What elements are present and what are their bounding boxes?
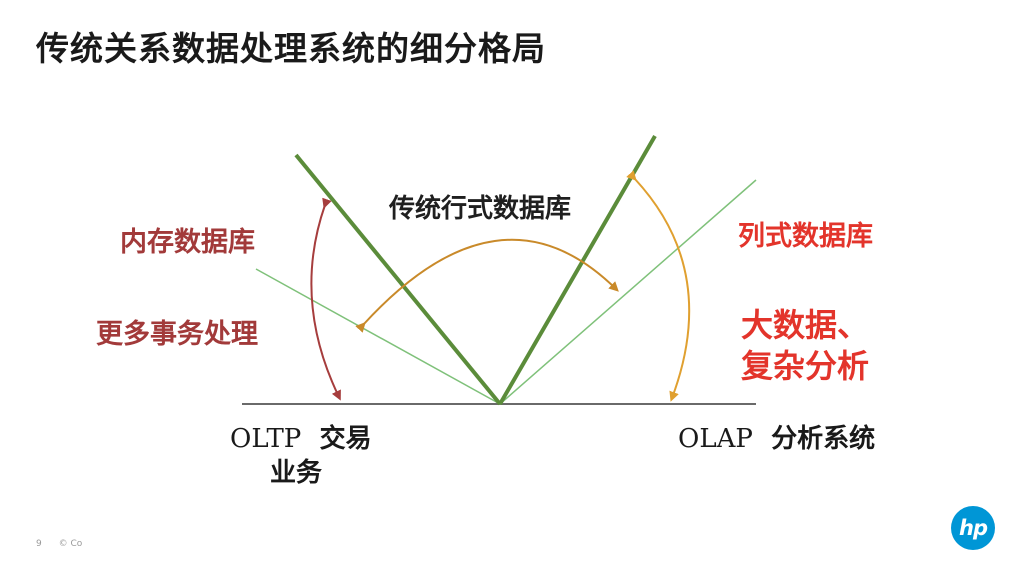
oltp-label: OLTP 交易 — [230, 418, 372, 455]
label-big-data-line1: 大数据、 — [741, 306, 870, 344]
olap-label: OLAP 分析系统 — [678, 418, 875, 455]
oltp-cn-line2: 业务 — [270, 458, 323, 488]
copyright-text: © Co — [58, 539, 83, 549]
oltp-label-line2: 业务 — [270, 452, 322, 489]
hp-logo-icon: hp — [951, 506, 995, 550]
row-db-arrow — [355, 238, 619, 333]
label-big-data-line2: 复杂分析 — [741, 347, 870, 385]
page-number: 9 — [36, 539, 42, 549]
slide-title: 传统关系数据处理系统的细分格局 — [36, 29, 546, 68]
olap-cn: 分析系统 — [771, 424, 876, 454]
footer: 9 © Co — [36, 539, 82, 549]
columnar-arrow — [626, 170, 691, 402]
oltp-code: OLTP — [230, 424, 302, 454]
thick-line-left — [294, 153, 502, 406]
label-in-memory-db: 内存数据库 — [120, 227, 255, 258]
thick-line-right — [498, 134, 657, 406]
oltp-cn-line1: 交易 — [319, 424, 372, 454]
label-more-transactions: 更多事务处理 — [96, 319, 258, 350]
label-traditional-row-db: 传统行式数据库 — [389, 194, 572, 224]
in-memory-arrow — [310, 197, 341, 401]
label-columnar-db: 列式数据库 — [738, 221, 873, 252]
thin-line-left — [255, 268, 501, 405]
olap-code: OLAP — [678, 424, 753, 454]
